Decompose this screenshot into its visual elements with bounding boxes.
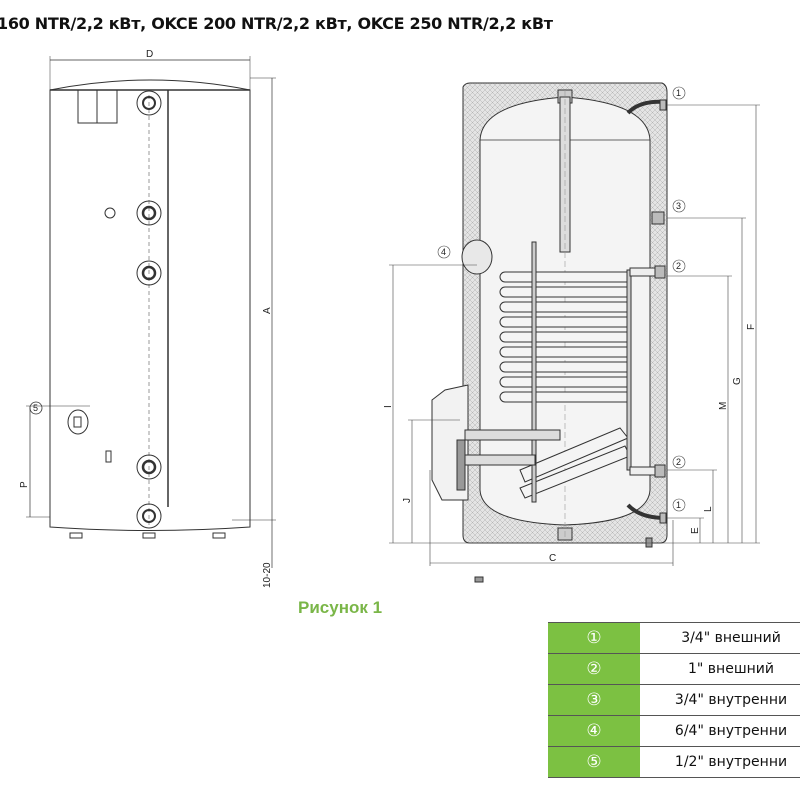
legend-value: 1" внешний [640,653,800,685]
tank-outline [49,79,251,531]
callout-2-top: 2 [676,261,681,271]
page-title: 160 NTR/2,2 кВт, OKCE 200 NTR/2,2 кВт, O… [0,14,553,33]
legend-value: 3/4" внешний [640,622,800,654]
thermometer-hole [104,207,116,219]
legend-key: ① [548,622,640,654]
flange-4 [461,239,493,275]
dim-C: C [549,553,556,564]
legend-value: 1/2" внутренни [640,746,800,778]
callout-4: 4 [441,247,446,257]
coil-tube-vertical [531,241,537,503]
legend-value: 3/4" внутренни [640,684,800,716]
callout-5-circle [29,401,43,415]
dim-J: J [402,498,413,503]
front-view [26,56,276,568]
callout-3: 3 [676,201,681,211]
dim-A: A [262,307,273,314]
technical-drawing: D A P 10-20 5 [19,49,760,588]
dim-E: E [690,527,701,534]
legend-key: ⑤ [548,746,640,778]
legend-value: 6/4" внутренни [640,715,800,747]
fitting-2-top [654,265,666,279]
label-mark [105,450,112,463]
fitting-2-bottom [654,464,666,478]
legend-key: ② [548,653,640,685]
dim-G: G [732,377,743,385]
fittings [136,90,162,529]
callout-5: 5 [33,403,38,413]
callout-2-bottom: 2 [676,457,681,467]
dim-L: L [703,506,714,512]
dim-foot: 10-20 [262,562,273,588]
fitting-1-bottom [659,512,667,524]
dim-D: D [146,49,153,60]
callout-1-bottom: 1 [676,500,681,510]
section-dims [389,86,760,566]
legend-key: ③ [548,684,640,716]
section-view [431,82,668,583]
callout-1-top: 1 [676,88,681,98]
fitting-3 [651,211,665,225]
dim-P: P [19,481,30,488]
figure-caption: Рисунок 1 [298,598,383,617]
sensor-socket [67,409,89,435]
dim-F: F [746,324,757,330]
dim-M: M [718,402,729,410]
legend-key: ④ [548,715,640,747]
dim-I: I [383,405,394,408]
heater-element [464,429,561,441]
fitting-1-top [659,99,667,111]
